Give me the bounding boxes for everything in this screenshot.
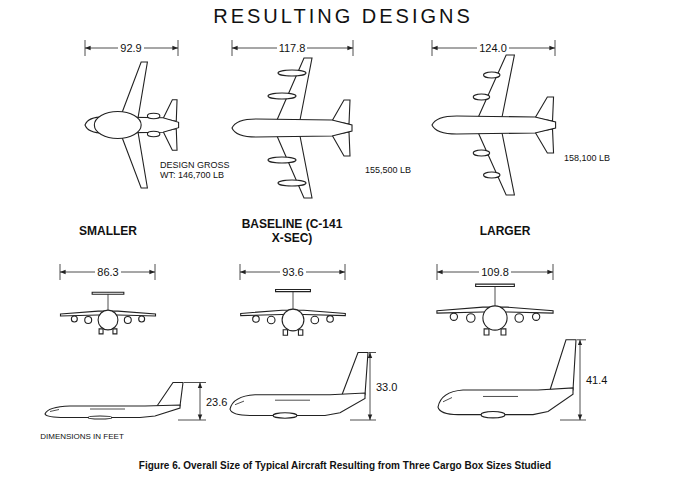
design-name: BASELINE (C-141 X-SEC) <box>240 218 344 246</box>
dimension-value: 124.0 <box>477 42 509 55</box>
dimension-value: 117.8 <box>277 42 308 55</box>
figure-caption: Figure 6. Overall Size of Typical Aircra… <box>139 460 551 472</box>
gross-weight: 155,500 LB <box>365 165 411 175</box>
dimension-value: 33.0 <box>376 381 397 394</box>
dimension-value: 86.3 <box>95 266 120 279</box>
dimension-value: 109.8 <box>479 266 511 279</box>
gross-weight: 158,100 LB <box>564 153 610 163</box>
units-note: DIMENSIONS IN FEET <box>40 432 124 441</box>
gross-weight: DESIGN GROSS WT: 146,700 LB <box>160 160 238 181</box>
design-name: SMALLER <box>79 225 137 239</box>
design-name: LARGER <box>480 225 531 239</box>
dimension-value: 92.9 <box>118 42 143 55</box>
dimension-value: 41.4 <box>586 374 607 387</box>
dimension-value: 23.6 <box>206 396 227 409</box>
dimension-value: 93.6 <box>280 266 305 279</box>
figure-title: RESULTING DESIGNS <box>213 5 473 28</box>
